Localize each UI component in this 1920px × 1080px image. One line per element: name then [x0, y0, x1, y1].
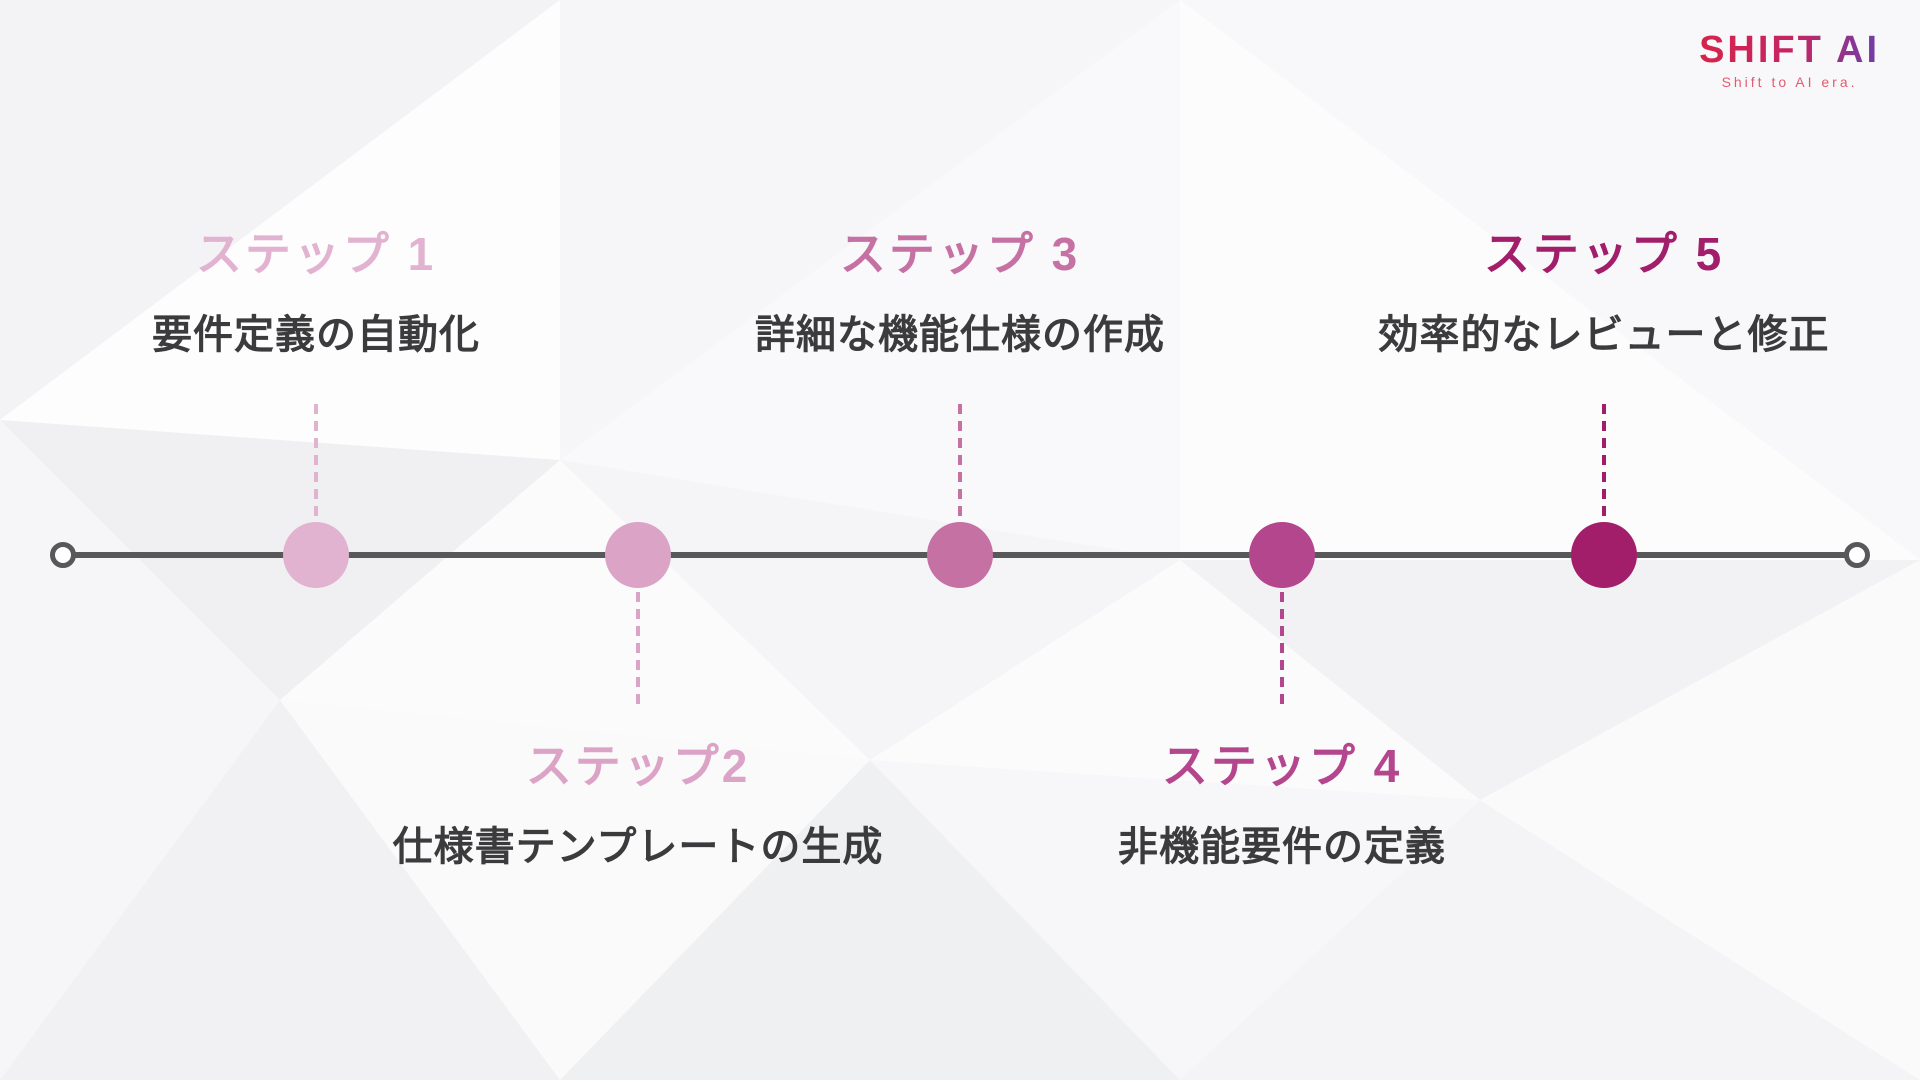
- step-title: 要件定義の自動化: [152, 313, 480, 357]
- step-connector-dash: [314, 404, 318, 516]
- step-title: 効率的なレビューと修正: [1378, 313, 1830, 357]
- step-label: ステップ 1: [195, 228, 437, 280]
- step-dot: [1249, 522, 1315, 588]
- step-dot: [927, 522, 993, 588]
- step-block: ステップ 5 効率的なレビューと修正: [1379, 226, 1830, 360]
- step-connector-dash: [636, 592, 640, 704]
- timeline-end-ring: [1844, 542, 1870, 568]
- step-dot: [1571, 522, 1637, 588]
- step-connector-dash: [1280, 592, 1284, 704]
- step-block: ステップ 1 要件定義の自動化: [152, 226, 480, 360]
- brand-logo: SHIFT AI Shift to AI era.: [1699, 29, 1880, 90]
- step-connector-dash: [958, 404, 962, 516]
- step-label: ステップ 5: [1483, 228, 1725, 280]
- step-dot: [605, 522, 671, 588]
- step-block: ステップ 3 詳細な機能仕様の作成: [755, 226, 1165, 360]
- step-label: ステップ2: [525, 740, 751, 792]
- timeline-start-ring: [50, 542, 76, 568]
- step-label: ステップ 4: [1161, 740, 1403, 792]
- step-connector-dash: [1602, 404, 1606, 516]
- step-title: 非機能要件の定義: [1118, 825, 1446, 869]
- step-block: ステップ2 仕様書テンプレートの生成: [393, 738, 884, 872]
- step-title: 詳細な機能仕様の作成: [755, 313, 1165, 357]
- step-title: 仕様書テンプレートの生成: [392, 825, 884, 869]
- step-label: ステップ 3: [839, 228, 1081, 280]
- brand-name: SHIFT AI: [1699, 29, 1880, 71]
- brand-tagline: Shift to AI era.: [1721, 73, 1858, 90]
- step-dot: [283, 522, 349, 588]
- step-block: ステップ 4 非機能要件の定義: [1118, 738, 1446, 872]
